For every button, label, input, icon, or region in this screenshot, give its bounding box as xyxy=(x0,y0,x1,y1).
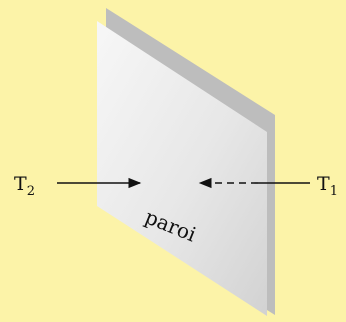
right-temperature-main: T xyxy=(317,173,330,195)
right-temperature-subscript: 1 xyxy=(330,184,338,199)
wall-front-face xyxy=(97,21,267,316)
left-temperature-main: T xyxy=(14,173,27,195)
left-temperature-label: T2 xyxy=(14,173,35,199)
text-fragment-2: u en °C xyxy=(202,231,274,253)
wall-back-face xyxy=(106,8,275,315)
wall-label: paroi xyxy=(142,205,200,247)
left-temperature-subscript: 2 xyxy=(27,184,35,199)
right-temperature-label: T1 xyxy=(317,173,338,199)
text-fragment-1: en °C xyxy=(222,205,276,227)
